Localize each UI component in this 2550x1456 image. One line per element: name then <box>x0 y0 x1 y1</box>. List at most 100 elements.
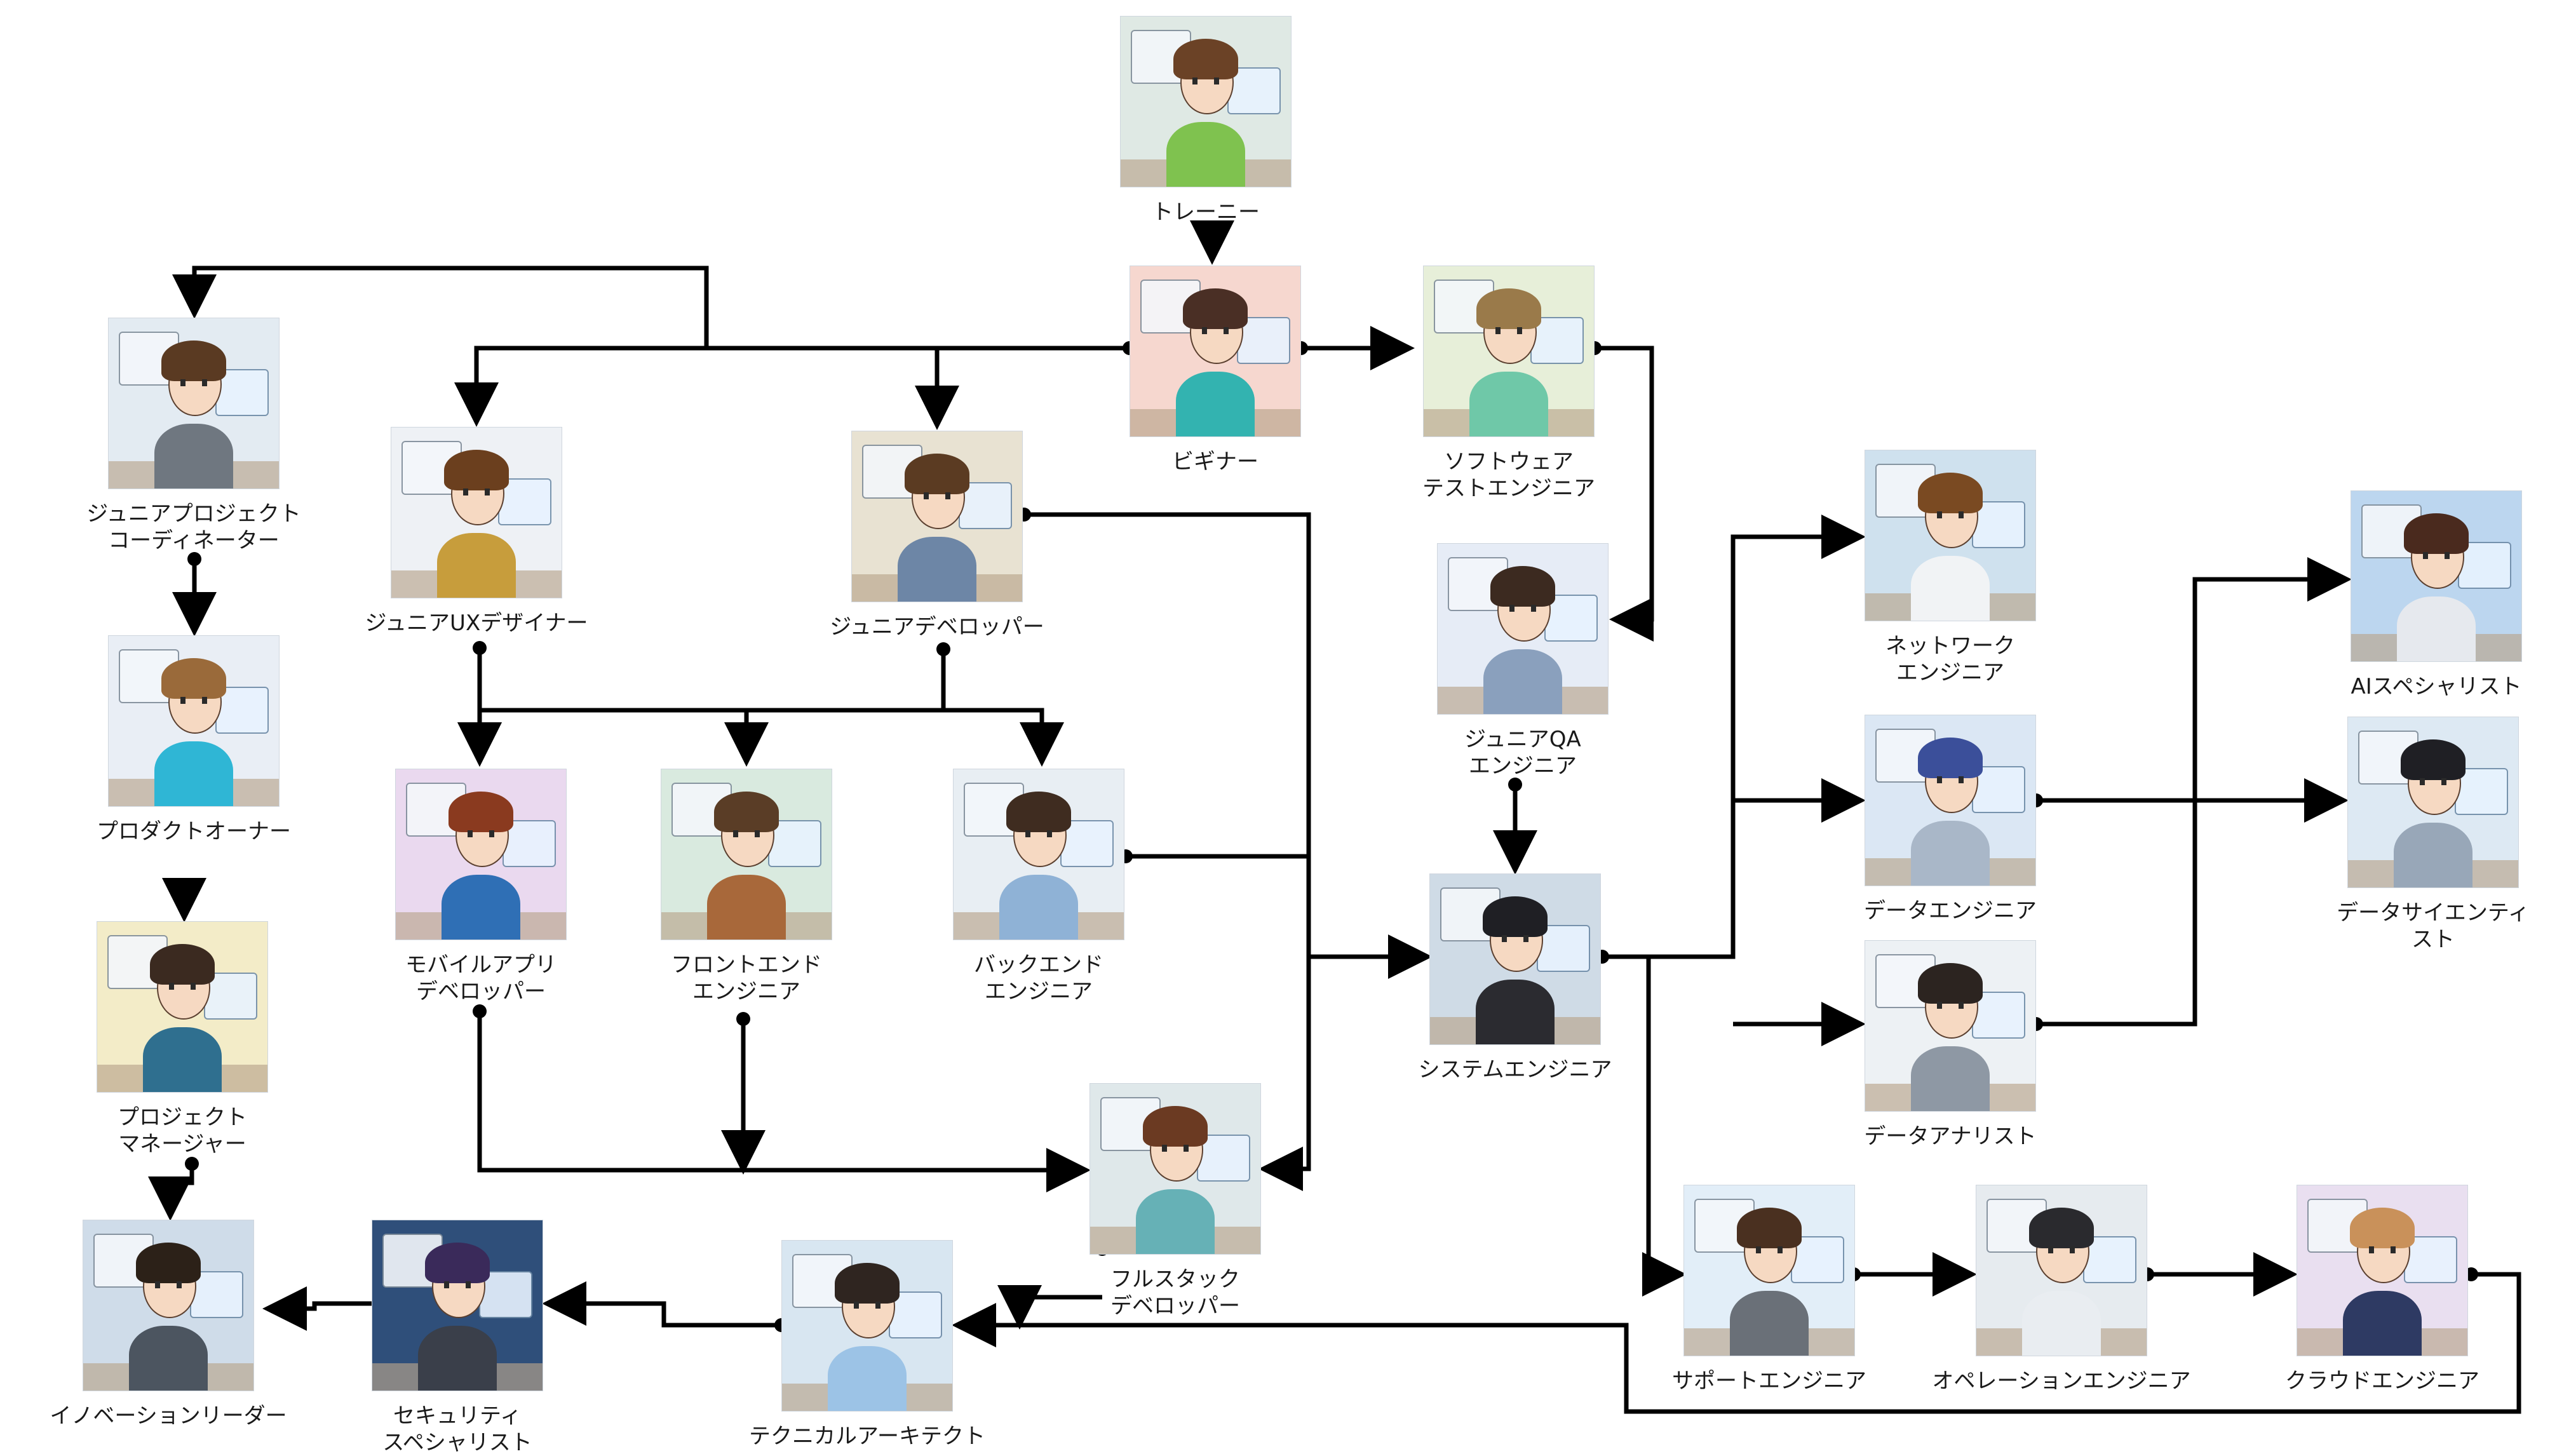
character-eyes <box>1495 327 1523 335</box>
character-hair <box>449 791 513 833</box>
node-label: モバイルアプリ デベロッパー <box>405 952 557 1004</box>
software-test-engineer-portrait-image <box>1423 266 1595 437</box>
character-body <box>1911 556 1990 621</box>
data-analyst-portrait-image <box>1865 940 2036 1112</box>
character-body <box>898 537 976 602</box>
character-body <box>437 533 516 598</box>
character-hair <box>2401 739 2466 781</box>
character-body <box>2022 1291 2101 1356</box>
node-label: クラウドエンジニア <box>2285 1368 2479 1394</box>
mobile-app-developer-portrait-image <box>395 769 567 940</box>
connector-dot <box>185 1157 199 1171</box>
backend-engineer-portrait-image <box>953 769 1124 940</box>
character-eyes <box>1936 776 1964 784</box>
edge-technical-architect-security-specialist <box>542 1281 781 1328</box>
node-label: ソフトウェア テストエンジニア <box>1422 449 1595 501</box>
character-hair <box>1183 288 1248 330</box>
connector-dot <box>936 642 950 656</box>
character-eyes <box>168 983 196 990</box>
connector-dot <box>1508 778 1522 792</box>
character-eyes <box>154 1281 182 1289</box>
fullstack-developer-portrait-image <box>1089 1083 1261 1255</box>
edge-backend-engineer-system-engineer <box>1126 854 1433 979</box>
technical-architect-portrait-image <box>781 1240 953 1412</box>
character-body <box>2397 597 2476 661</box>
character-hair <box>444 449 509 491</box>
character-body <box>1483 649 1562 714</box>
character-body <box>2394 823 2472 887</box>
character-body <box>1911 1046 1990 1111</box>
edge-project-manager-innovation-leader <box>148 1164 194 1221</box>
character-hair <box>150 943 215 985</box>
edge-beginner-junior-project-coordinator <box>172 266 1130 351</box>
edge-junior-developer-fullstack-developer <box>1024 512 1311 1191</box>
character-eyes <box>443 1281 471 1289</box>
character-body <box>1136 1189 1215 1254</box>
character-eyes <box>1509 605 1537 612</box>
character-body <box>154 424 233 489</box>
edge-mobile-app-developer-fullstack-developer <box>477 1011 1091 1192</box>
character-eyes <box>180 697 208 704</box>
node-label: ジュニアQA エンジニア <box>1464 727 1581 779</box>
edge-beginner-junior-developer <box>915 346 1130 430</box>
character-hair <box>1918 472 1983 514</box>
system-engineer-portrait-image <box>1429 873 1601 1045</box>
node-label: ジュニアUXデザイナー <box>365 610 588 636</box>
character-eyes <box>180 379 208 387</box>
character-eyes <box>2422 552 2450 560</box>
node-label: ジュニアデベロッパー <box>830 614 1044 640</box>
character-hair <box>1006 791 1071 833</box>
node-label: フルスタック デベロッパー <box>1110 1267 1240 1319</box>
character-hair <box>161 657 226 699</box>
node-label: データエンジニア <box>1864 898 2037 924</box>
innovation-leader-portrait-image <box>83 1220 254 1391</box>
node-label: プロダクトオーナー <box>97 819 291 844</box>
character-body <box>707 875 786 940</box>
node-label: AIスペシャリスト <box>2351 674 2522 699</box>
junior-ux-designer-portrait-image <box>391 427 562 598</box>
node-label: バックエンド エンジニア <box>974 952 1103 1004</box>
character-hair <box>1173 38 1238 80</box>
frontend-engineer-portrait-image <box>661 769 832 940</box>
character-eyes <box>1192 78 1220 85</box>
node-label: ジュニアプロジェクト コーディネーター <box>86 501 301 553</box>
edge-junior-developer-backend-engineer <box>943 708 1064 767</box>
character-eyes <box>1161 1145 1189 1152</box>
character-eyes <box>462 489 490 496</box>
node-label: ネットワーク エンジニア <box>1886 633 2015 685</box>
node-label: テクニカルアーキテクト <box>749 1424 985 1449</box>
edge-fullstack-developer-technical-architect <box>997 1285 1102 1330</box>
character-eyes <box>1936 1002 1964 1009</box>
character-body <box>1476 980 1555 1044</box>
connector-dot <box>473 1004 487 1018</box>
character-eyes <box>467 830 495 838</box>
node-label: サポートエンジニア <box>1672 1368 1866 1394</box>
character-eyes <box>1755 1246 1783 1254</box>
character-eyes <box>2047 1246 2075 1254</box>
character-hair <box>161 340 226 382</box>
node-label: システムエンジニア <box>1418 1057 1612 1082</box>
node-label: プロジェクト マネージャー <box>118 1105 247 1157</box>
connector-dot <box>187 552 201 566</box>
character-hair <box>835 1262 900 1304</box>
character-eyes <box>1025 830 1053 838</box>
edge-software-test-engineer-junior-qa-engineer <box>1595 346 1654 642</box>
character-hair <box>136 1242 201 1284</box>
ai-specialist-portrait-image <box>2351 490 2522 662</box>
character-body <box>1166 122 1245 187</box>
node-label: フロントエンド エンジニア <box>671 952 822 1004</box>
character-eyes <box>2368 1246 2396 1254</box>
character-eyes <box>923 492 951 500</box>
project-manager-portrait-image <box>97 921 268 1093</box>
character-eyes <box>1936 511 1964 519</box>
trainee-portrait-image <box>1120 16 1292 187</box>
node-label: ビギナー <box>1172 449 1258 475</box>
node-label: データアナリスト <box>1864 1124 2037 1149</box>
character-body <box>1911 821 1990 886</box>
character-body <box>418 1326 497 1391</box>
edge-security-specialist-innovation-leader <box>262 1286 372 1331</box>
junior-developer-portrait-image <box>851 431 1023 602</box>
character-hair <box>1737 1207 1802 1249</box>
data-scientist-portrait-image <box>2347 717 2519 888</box>
